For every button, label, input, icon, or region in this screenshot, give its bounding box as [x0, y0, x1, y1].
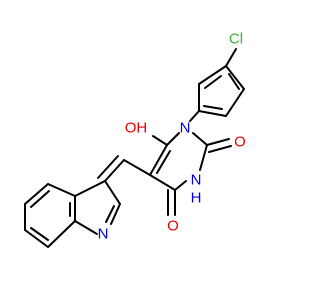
bond	[203, 105, 223, 110]
bond	[228, 73, 240, 90]
bond	[225, 88, 245, 117]
bond	[30, 227, 49, 241]
nitrogen-atom-label: N	[180, 120, 191, 137]
bond	[104, 180, 121, 205]
bond	[204, 75, 222, 89]
structure-canvas: Cl OH N O N H O N	[24, 31, 246, 248]
bond	[110, 203, 121, 225]
bond	[192, 132, 208, 146]
bond	[47, 183, 76, 197]
bond	[123, 159, 151, 176]
oxygen-atom-label: O	[234, 134, 246, 151]
indole-ring	[24, 180, 121, 248]
bond	[206, 138, 230, 146]
bond	[156, 150, 171, 174]
bond	[24, 183, 49, 205]
nitrogen-atom-label: N	[98, 226, 109, 243]
bond	[74, 220, 98, 235]
pyrimidine-ring	[149, 132, 232, 216]
bond	[225, 65, 245, 90]
bond	[47, 220, 76, 248]
bond	[74, 180, 106, 197]
bond	[166, 132, 180, 146]
bond	[198, 110, 227, 117]
hydroxyl-atom-label: OH	[125, 120, 148, 137]
hydrogen-atom-label: H	[191, 190, 202, 207]
bond	[198, 65, 227, 85]
bond	[189, 110, 200, 122]
bond	[105, 205, 115, 223]
molecule-structure: Cl OH N O N H O N	[24, 31, 246, 248]
bond	[149, 144, 168, 176]
chlorine-atom-label: Cl	[229, 31, 243, 48]
bond	[199, 144, 208, 171]
bond	[149, 174, 176, 191]
methylidene-linker	[97, 155, 151, 182]
bond	[208, 145, 232, 153]
bond	[24, 229, 49, 248]
atom-labels: Cl OH N O N H O N	[98, 31, 246, 243]
bond	[97, 155, 119, 179]
nitrogen-atom-label: N	[191, 172, 202, 189]
bond	[174, 180, 187, 191]
bond	[104, 159, 125, 182]
chlorophenyl-ring	[189, 48, 245, 122]
bond	[152, 135, 168, 146]
oxygen-atom-label: O	[167, 218, 179, 235]
bond	[225, 48, 237, 67]
bond	[30, 190, 50, 208]
